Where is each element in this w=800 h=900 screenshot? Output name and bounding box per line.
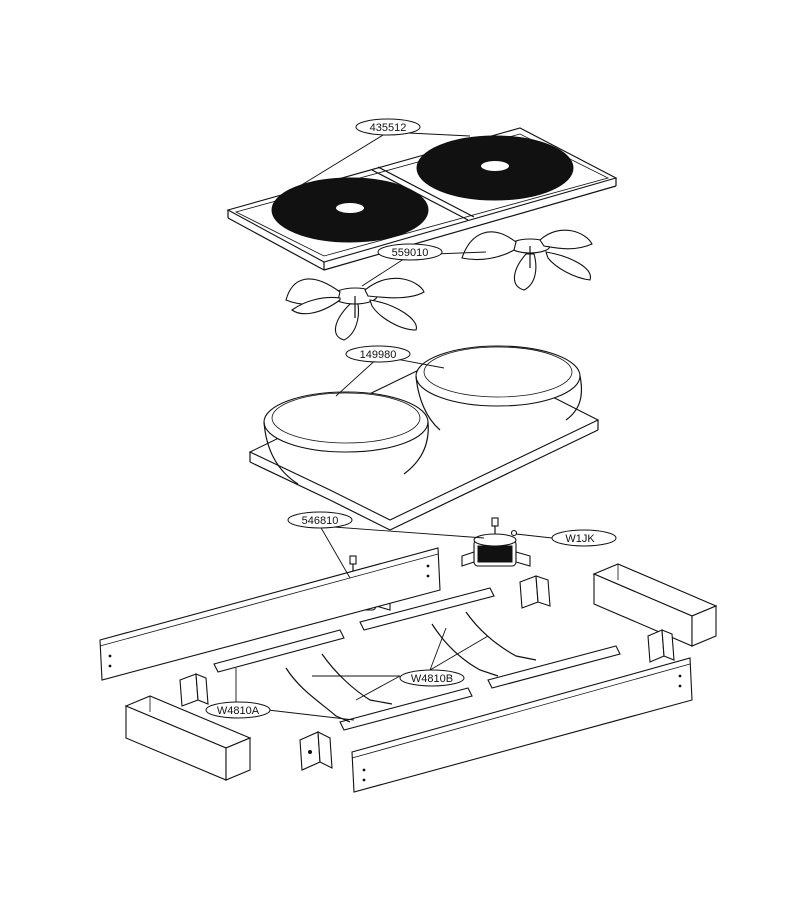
callout-shroud-label: 149980 [360, 349, 397, 361]
callout-motor-bolt: W1JK [515, 529, 617, 547]
motor-bolt [510, 529, 518, 537]
corner-bracket-4 [647, 629, 675, 663]
base-frame-rail-back [99, 547, 441, 681]
motor-mount-arms [285, 611, 537, 723]
top-grille-panel [226, 127, 618, 271]
callout-bracket-b: W4810B [312, 627, 489, 701]
callout-bracket-a: W4810A [205, 668, 355, 721]
corner-bracket-2 [299, 731, 333, 771]
fan-shroud-assembly [248, 345, 600, 531]
callout-motor-bolt-label: W1JK [565, 533, 595, 545]
side-channel-left [124, 695, 252, 781]
side-channel-right [592, 563, 718, 647]
fan-motor-right [461, 517, 531, 567]
callout-bracket-b-label: W4810B [411, 673, 453, 685]
callout-motor: 546810 [287, 511, 485, 579]
callout-top-grille: 435512 [289, 118, 471, 193]
corner-bracket-3 [519, 575, 551, 609]
callout-bracket-a-label: W4810A [217, 705, 260, 717]
callout-fan-blade: 559010 [361, 243, 487, 287]
fan-blade-left [285, 277, 425, 341]
corner-bracket-1 [179, 673, 209, 707]
callout-top-grille-label: 435512 [370, 122, 407, 134]
base-frame-rail-front [351, 657, 693, 793]
callout-fan-blade-label: 559010 [392, 247, 429, 259]
mount-strip-3 [339, 687, 473, 731]
callout-shroud: 149980 [335, 345, 445, 397]
mount-strip-4 [487, 645, 621, 689]
mount-strip-2 [359, 587, 495, 631]
mount-strip-1 [213, 629, 345, 673]
fan-blade-right [461, 229, 593, 291]
callout-motor-label: 546810 [302, 515, 339, 527]
